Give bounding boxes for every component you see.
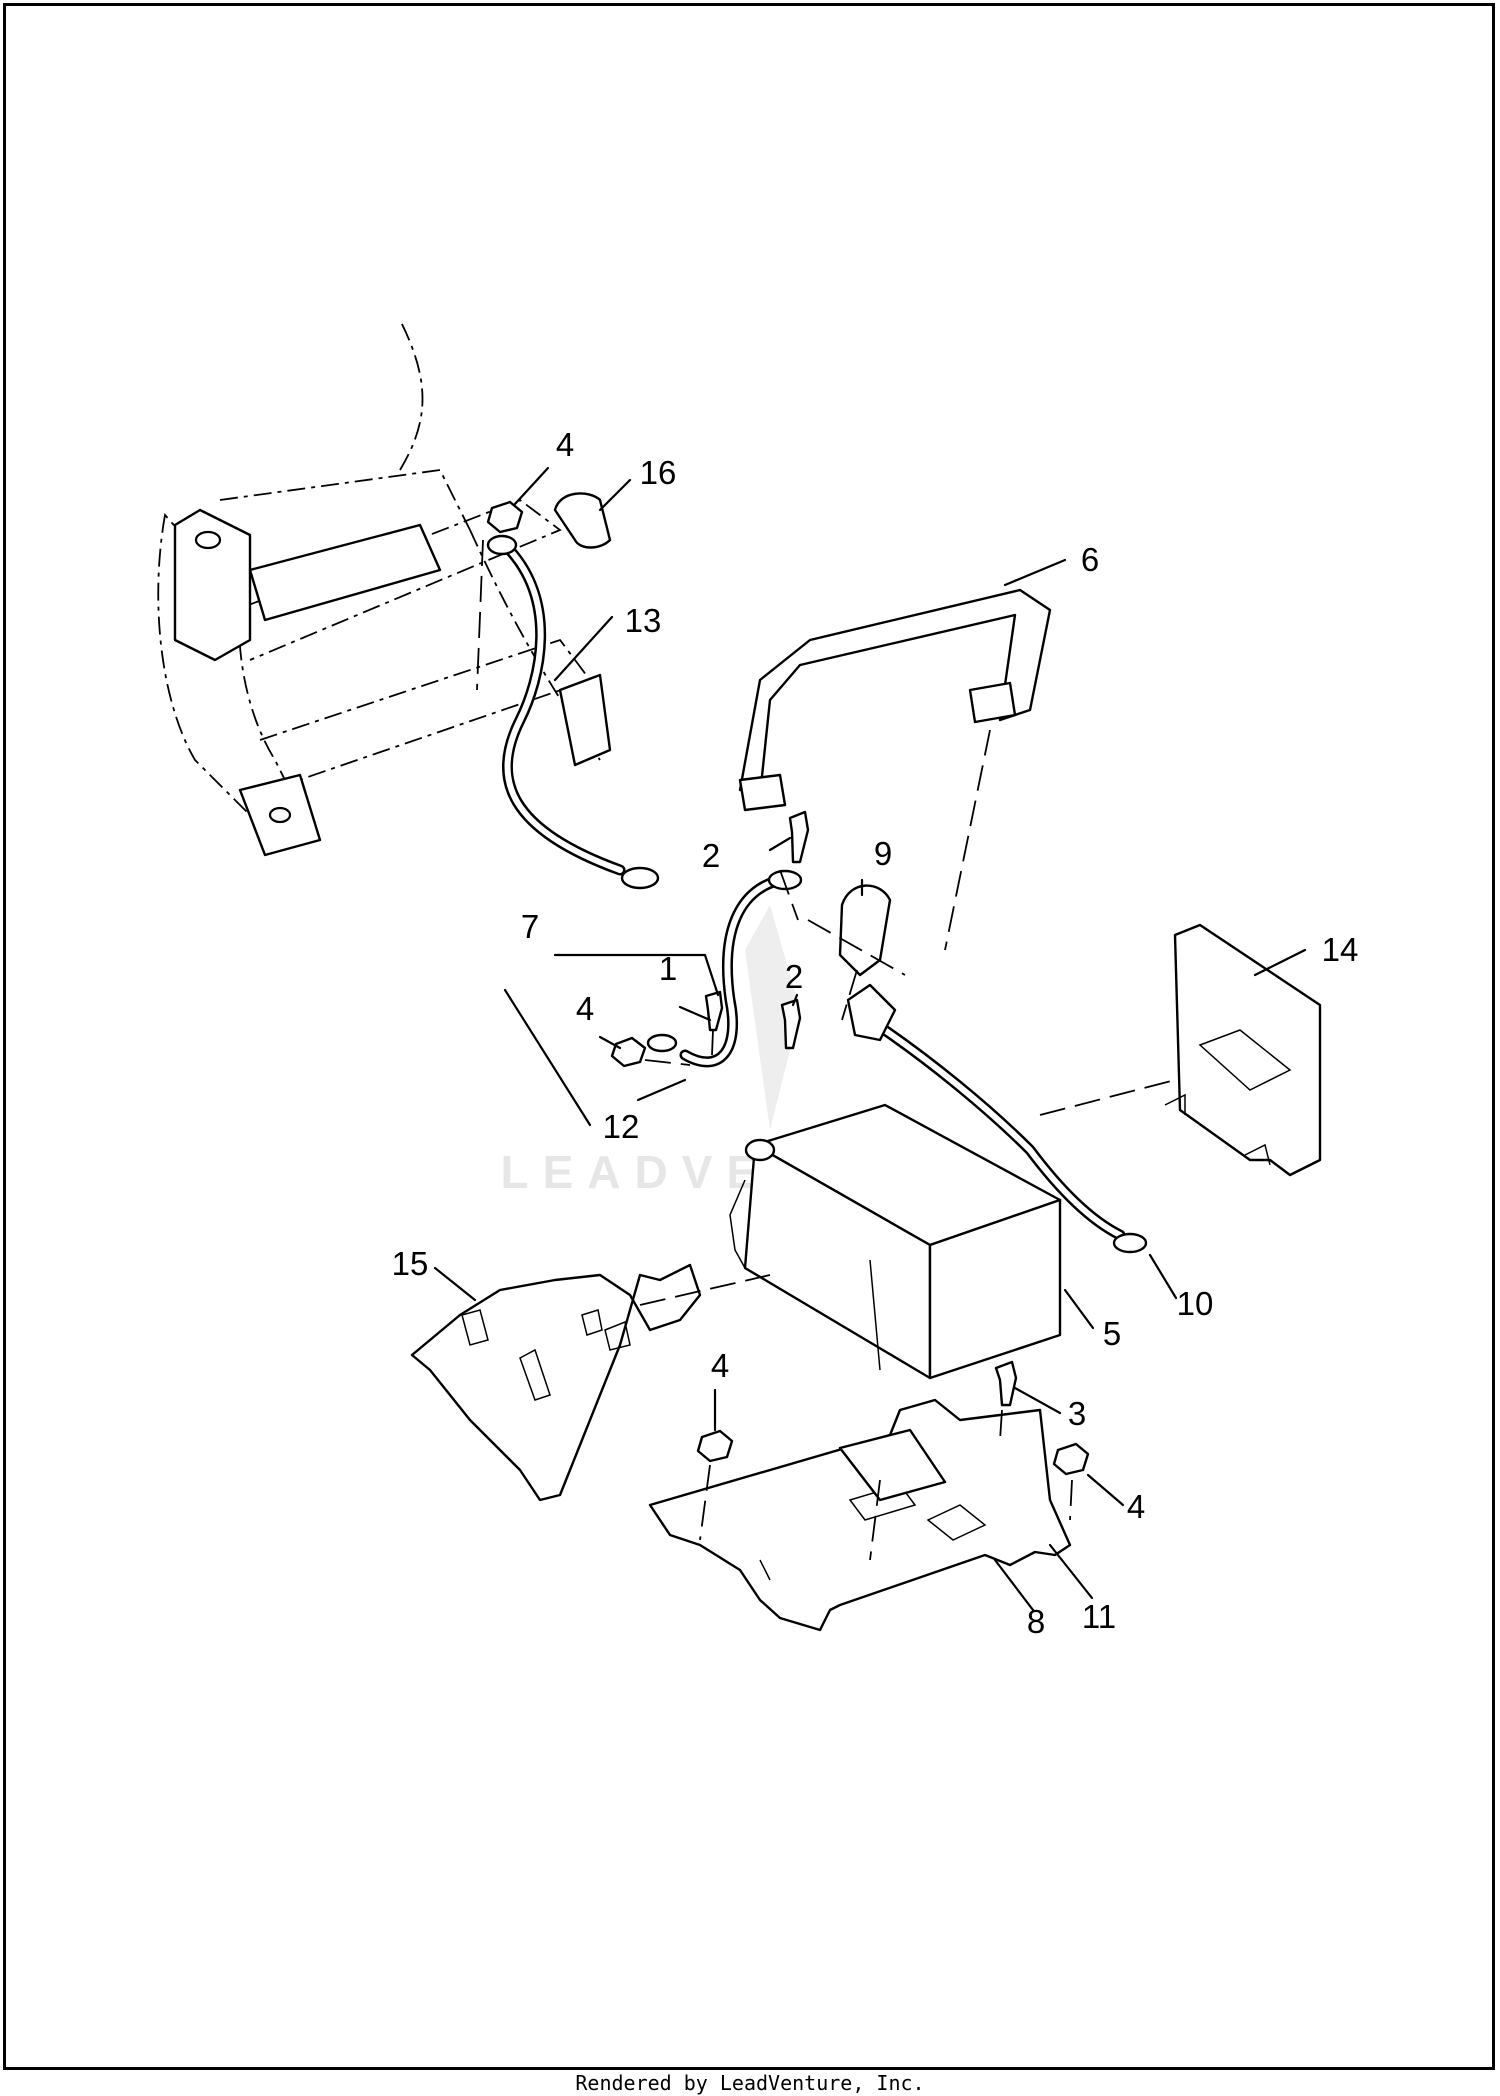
- assembly-lines: [476, 539, 1176, 1561]
- callout-5: 5: [1103, 1315, 1121, 1352]
- callout-3: 3: [1068, 1395, 1086, 1432]
- callout-8: 8: [1027, 1603, 1045, 1640]
- callout-12: 12: [603, 1108, 640, 1145]
- callout-11: 11: [1082, 1598, 1116, 1635]
- battery-5: [729, 1103, 1062, 1380]
- callout-4-terminal: 4: [576, 990, 594, 1027]
- nut-4-frame: [486, 500, 524, 534]
- bolt-3: [994, 1360, 1018, 1407]
- callout-4-frame: 4: [556, 426, 574, 463]
- callout-2-lower: 2: [785, 958, 803, 995]
- cable-13: [486, 534, 660, 890]
- callout-13: 13: [625, 602, 662, 639]
- hardware: [486, 500, 1090, 1476]
- pad-8: [838, 1428, 947, 1502]
- battery-strap-6: [738, 588, 1052, 812]
- nut-4-terminal: [610, 1036, 647, 1068]
- battery-holder-14: [1164, 923, 1322, 1177]
- terminal-boot-16: [553, 492, 612, 549]
- callout-4-tray-left: 4: [711, 1347, 729, 1384]
- screw-1: [704, 990, 724, 1032]
- battery-bracket-15: [410, 1263, 702, 1502]
- nut-4-tray-left: [696, 1429, 734, 1463]
- cable-12: [646, 869, 803, 1068]
- callout-9: 9: [874, 835, 892, 872]
- terminal-cover-9: [838, 884, 892, 977]
- bolt-2-lower: [780, 998, 802, 1050]
- callout-4-tray-right: 4: [1127, 1488, 1145, 1525]
- callouts: 4 16 13 6 2 9 14 7 1 2 4 12 15 10 5 4 3 …: [392, 426, 1359, 1640]
- callout-7: 7: [521, 908, 539, 945]
- callout-15: 15: [392, 1245, 429, 1282]
- callout-10: 10: [1177, 1285, 1214, 1322]
- battery-tray-11: [648, 1398, 1072, 1632]
- callout-2-upper: 2: [702, 837, 720, 874]
- frame-section: [157, 319, 612, 857]
- footer-credit: Rendered by LeadVenture, Inc.: [575, 2071, 925, 2095]
- bolt-2-upper: [788, 810, 810, 864]
- nut-4-tray-right: [1052, 1442, 1090, 1476]
- callout-16: 16: [640, 454, 677, 491]
- cable-10: [846, 983, 1148, 1254]
- callout-1: 1: [659, 950, 677, 987]
- page-border: [3, 3, 1495, 2070]
- watermark-logo-icon: [745, 905, 800, 1130]
- callout-14: 14: [1322, 931, 1359, 968]
- leader-lines: [433, 466, 1307, 1612]
- callout-6: 6: [1081, 541, 1099, 578]
